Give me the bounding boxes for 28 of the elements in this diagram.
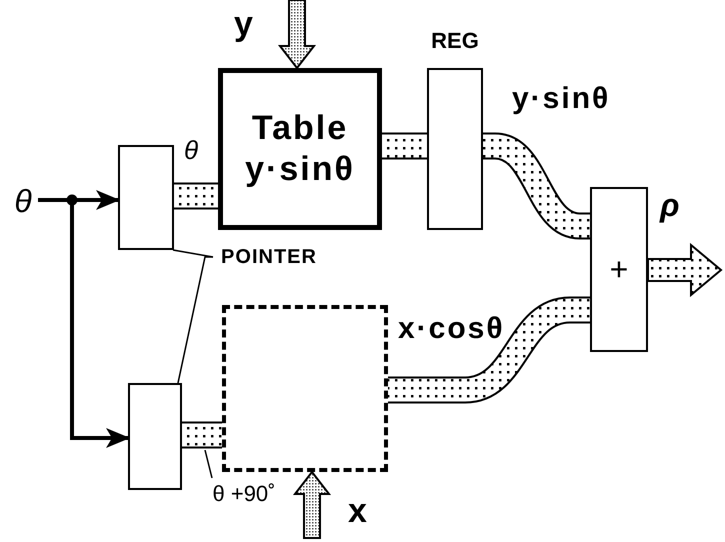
edge-label: ρ xyxy=(660,188,680,224)
adder-text: + xyxy=(610,250,628,289)
input-label: θ xyxy=(14,182,32,220)
table-text: Table xyxy=(252,108,348,149)
data-bus xyxy=(388,296,590,404)
adder-box xyxy=(590,187,648,352)
edge-label: y xyxy=(234,6,253,44)
data-bus xyxy=(182,422,222,448)
edge-label: x xyxy=(348,493,367,530)
pointer-box xyxy=(128,383,182,490)
table-text: y·sinθ xyxy=(245,149,355,190)
pointer-label: POINTER xyxy=(221,245,317,269)
leader-line xyxy=(177,256,213,384)
data-bus xyxy=(382,132,427,160)
bus-arrow xyxy=(647,242,723,298)
edge-label: y·sinθ xyxy=(512,82,610,115)
table-box xyxy=(218,68,382,230)
box-heading: REG xyxy=(431,28,479,55)
function-box xyxy=(222,305,388,472)
edge-label: x·cosθ xyxy=(398,312,505,345)
edge-label: θ xyxy=(184,136,198,165)
leader-line xyxy=(172,249,214,258)
bus-arrow xyxy=(292,470,332,539)
pointer-box xyxy=(118,145,174,250)
leader-line xyxy=(204,450,213,478)
bus-arrow xyxy=(278,0,316,70)
bus-label: θ +90˚ xyxy=(212,480,276,508)
data-bus xyxy=(174,182,218,210)
